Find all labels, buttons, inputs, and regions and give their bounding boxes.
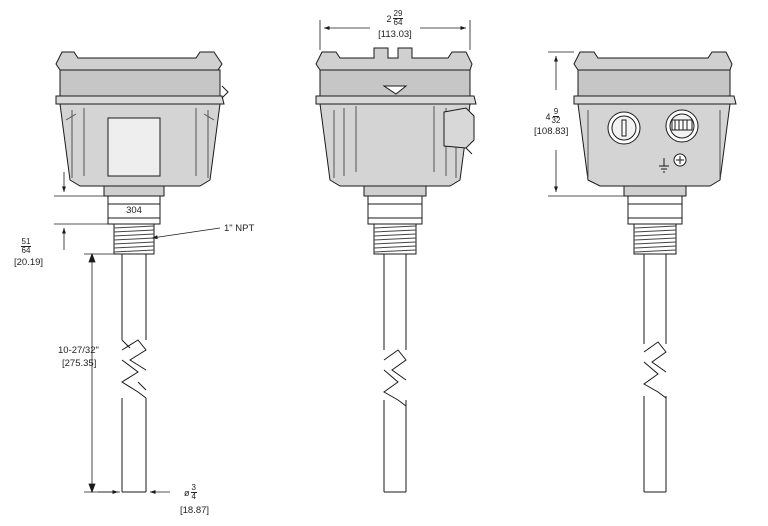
left-lid [55,51,223,71]
height-inch-dimension: 4 9 32 [545,107,561,125]
middle-housing [319,103,471,187]
hex-mm-dimension: [20.19] [14,257,44,268]
left-view [55,51,229,493]
height-mm-dimension: [108.83] [534,126,569,137]
middle-dimensions [319,20,471,50]
length-mm-dimension: [275.35] [62,358,97,369]
left-dimensions [54,172,221,494]
right-view [573,51,737,493]
left-probe [121,254,147,493]
hex-inch-dimension: 51 64 [20,237,32,255]
width-mm-dimension: [113.03] [378,29,412,40]
middle-cable-gland [443,107,475,149]
diameter-mm-dimension: [18.87] [180,505,210,516]
length-inch-dimension: 10-27/32" [58,345,99,356]
right-dimensions [548,51,624,197]
thread-label: 1" NPT [224,223,255,234]
width-inch-dimension: 2 29 64 [386,9,404,27]
left-hex [107,195,161,225]
material-label: 304 [126,205,142,216]
middle-view [315,47,477,493]
ground-symbol [659,158,669,173]
left-window [107,117,161,177]
right-housing [577,103,731,187]
diameter-inch-dimension: ø 3 4 [184,483,197,501]
